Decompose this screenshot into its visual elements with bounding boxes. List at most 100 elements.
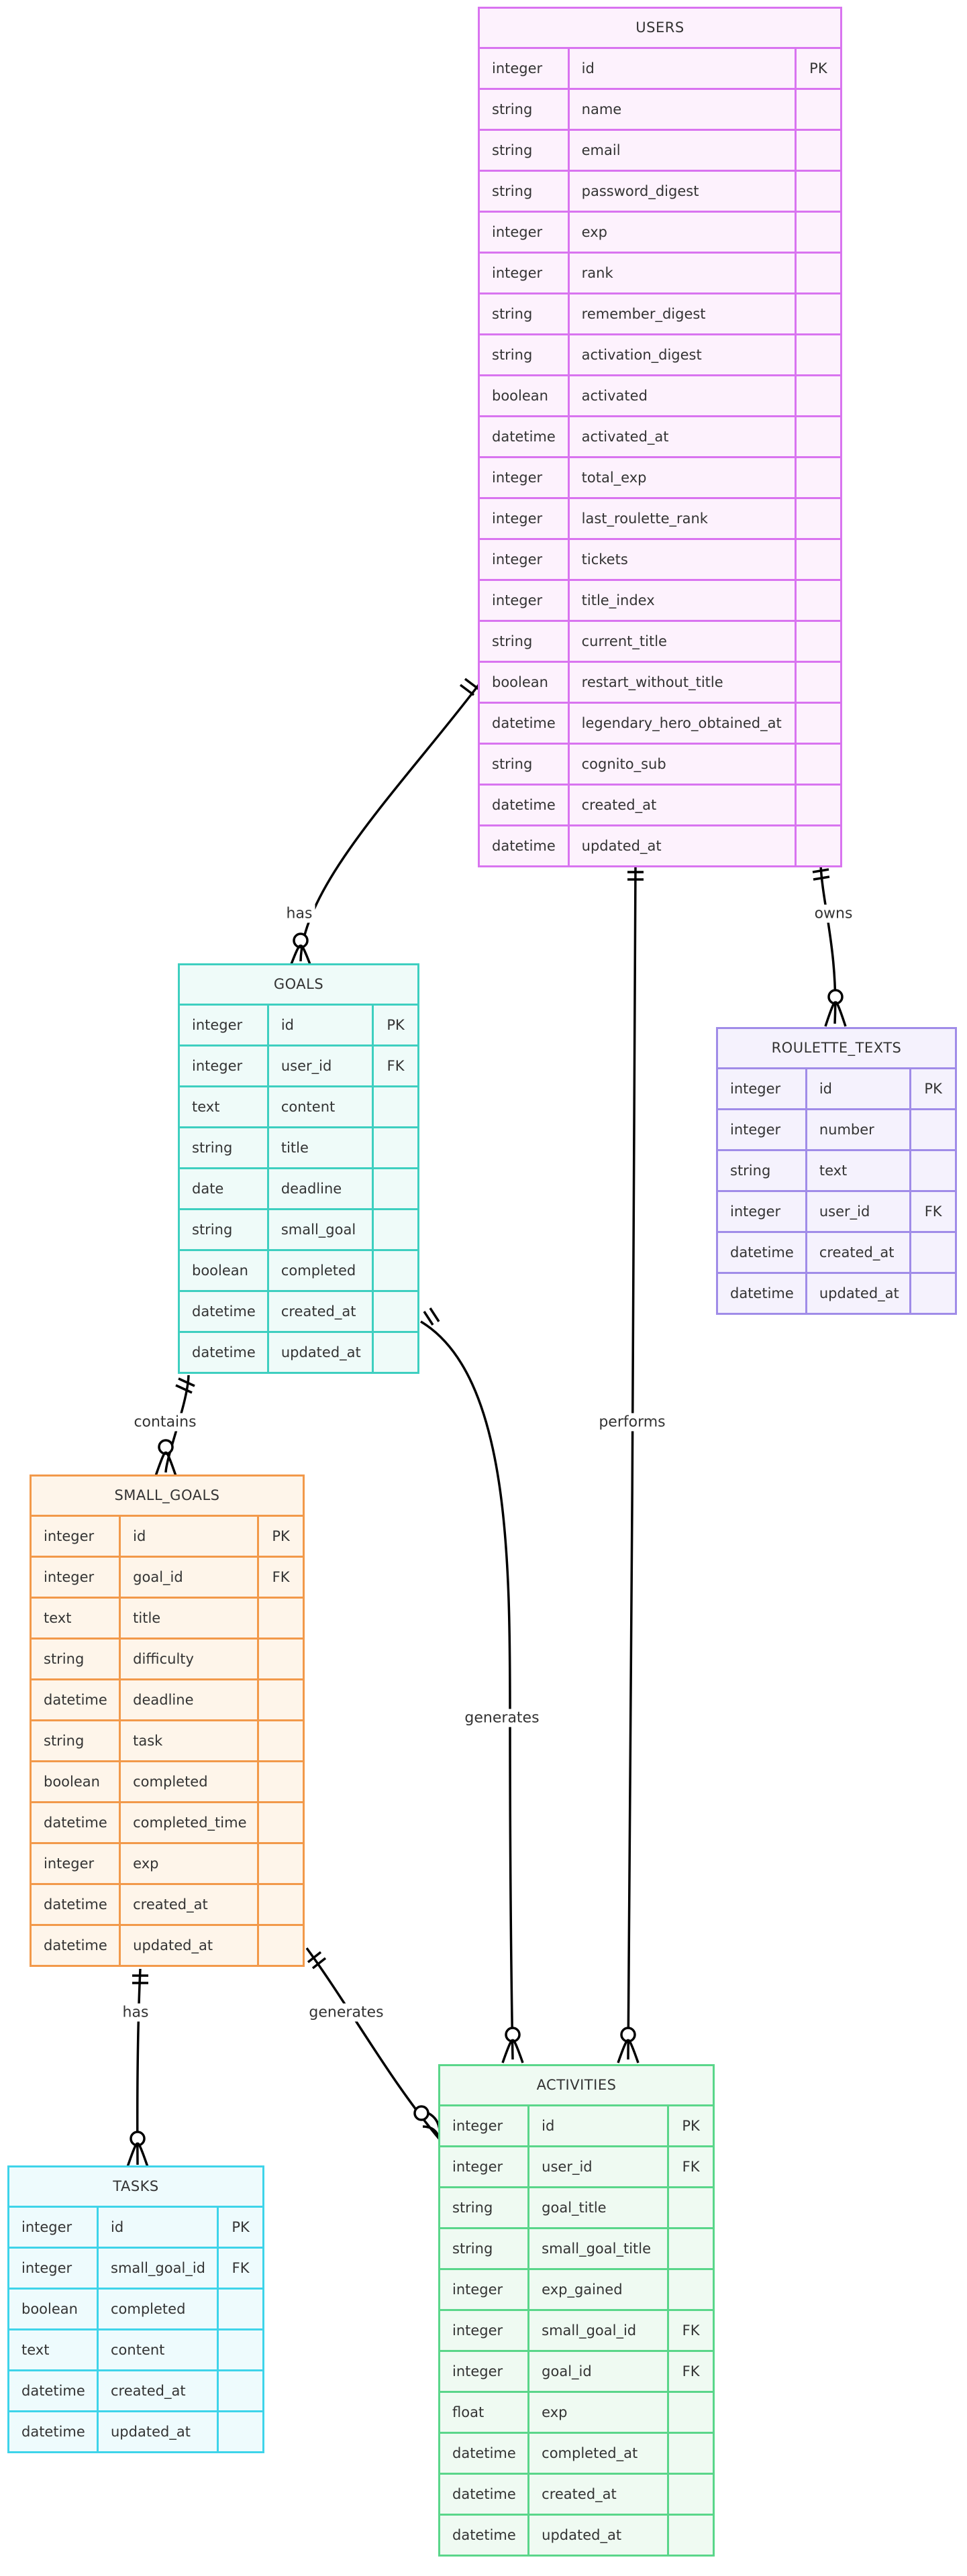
attribute-key [374,1292,417,1331]
attribute-type: integer [718,1192,807,1231]
attribute-key: PK [809,60,827,76]
attribute-type: string [718,1151,807,1190]
attribute-type: date [180,1169,269,1208]
attribute-type: integer [718,1069,807,1108]
attribute-name: id [807,1069,912,1108]
attribute-name: activated [570,376,797,415]
attribute-key [669,2270,713,2309]
attribute-type: datetime [180,1333,269,1372]
attribute-key [259,1803,303,1842]
attribute-name: title [269,1128,374,1167]
attribute-name: created_at [121,1885,260,1924]
attribute-type: integer [9,2249,99,2288]
attribute-type: string [32,1721,121,1760]
attribute-key [797,745,840,784]
attribute-type: boolean [9,2290,99,2328]
attribute-key [259,1680,303,1719]
attribute-name: exp [570,213,797,252]
attribute-name: updated_at [529,2516,670,2555]
attribute-name: goal_id [121,1558,260,1597]
attribute-type: string [480,622,570,661]
entity-title: GOALS [273,976,324,992]
attribute-type: datetime [440,2475,530,2514]
attribute-key [669,2229,713,2268]
attribute-name: number [807,1110,912,1149]
attribute-type: integer [9,2208,99,2247]
attribute-key [669,2188,713,2227]
attribute-key [219,2412,262,2451]
attribute-key [797,131,840,170]
attribute-name: exp_gained [529,2270,670,2309]
attribute-type: integer [32,1844,121,1883]
entity-title: SMALL_GOALS [114,1487,220,1503]
attribute-type: integer [480,581,570,620]
attribute-type: integer [440,2270,530,2309]
attribute-name: id [99,2208,219,2247]
attribute-name: last_roulette_rank [570,499,797,538]
attribute-name: email [570,131,797,170]
attribute-key [259,1844,303,1883]
attribute-type: integer [480,254,570,292]
attribute-type: integer [480,540,570,579]
attribute-type: datetime [32,1803,121,1842]
attribute-name: id [529,2106,670,2145]
attribute-key: FK [682,2159,700,2175]
attribute-name: cognito_sub [570,745,797,784]
attribute-type: boolean [480,376,570,415]
attribute-type: datetime [480,786,570,824]
attribute-key: PK [232,2219,250,2235]
edge-label-users-roulette: owns [811,904,856,923]
attribute-type: integer [480,499,570,538]
edge-label-small-goals-activities: generates [306,2003,387,2022]
attribute-name: deadline [121,1680,260,1719]
attribute-type: integer [180,1046,269,1085]
edge-label-goals-small-goals: contains [131,1413,199,1432]
entity-title: USERS [635,19,684,36]
attribute-name: completed_at [529,2434,670,2473]
attribute-name: restart_without_title [570,663,797,702]
attribute-type: string [480,745,570,784]
attribute-type: datetime [718,1233,807,1272]
attribute-type: integer [32,1558,121,1597]
attribute-key [911,1110,955,1149]
edge-label-small-goals-tasks: has [119,2003,152,2022]
attribute-key [669,2475,713,2514]
attribute-key [797,499,840,538]
attribute-key: PK [387,1017,405,1033]
attribute-key: FK [272,1569,290,1585]
attribute-key [911,1151,955,1190]
attribute-key: PK [682,2118,700,2134]
attribute-type: string [440,2229,530,2268]
attribute-type: boolean [180,1251,269,1290]
attribute-type: string [180,1210,269,1249]
